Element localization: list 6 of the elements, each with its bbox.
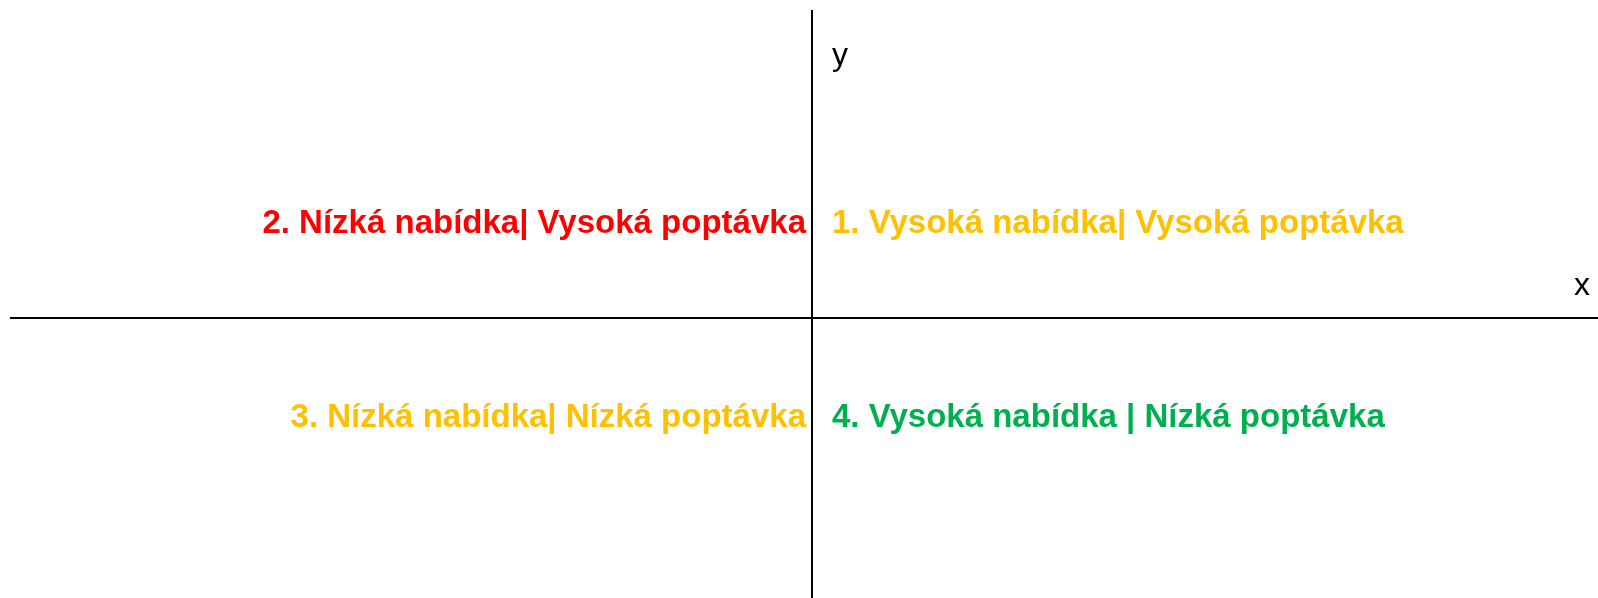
quadrant-label: 2. Nízká nabídka| Vysoká poptávka	[262, 205, 806, 238]
quadrant-label: 4. Vysoká nabídka | Nízká poptávka	[832, 399, 1385, 432]
quadrant-label: 3. Nízká nabídka| Nízká poptávka	[290, 399, 806, 432]
axis-label: y	[832, 38, 848, 70]
quadrant-label: 1. Vysoká nabídka| Vysoká poptávka	[832, 205, 1404, 238]
axis-label: x	[1574, 268, 1590, 300]
